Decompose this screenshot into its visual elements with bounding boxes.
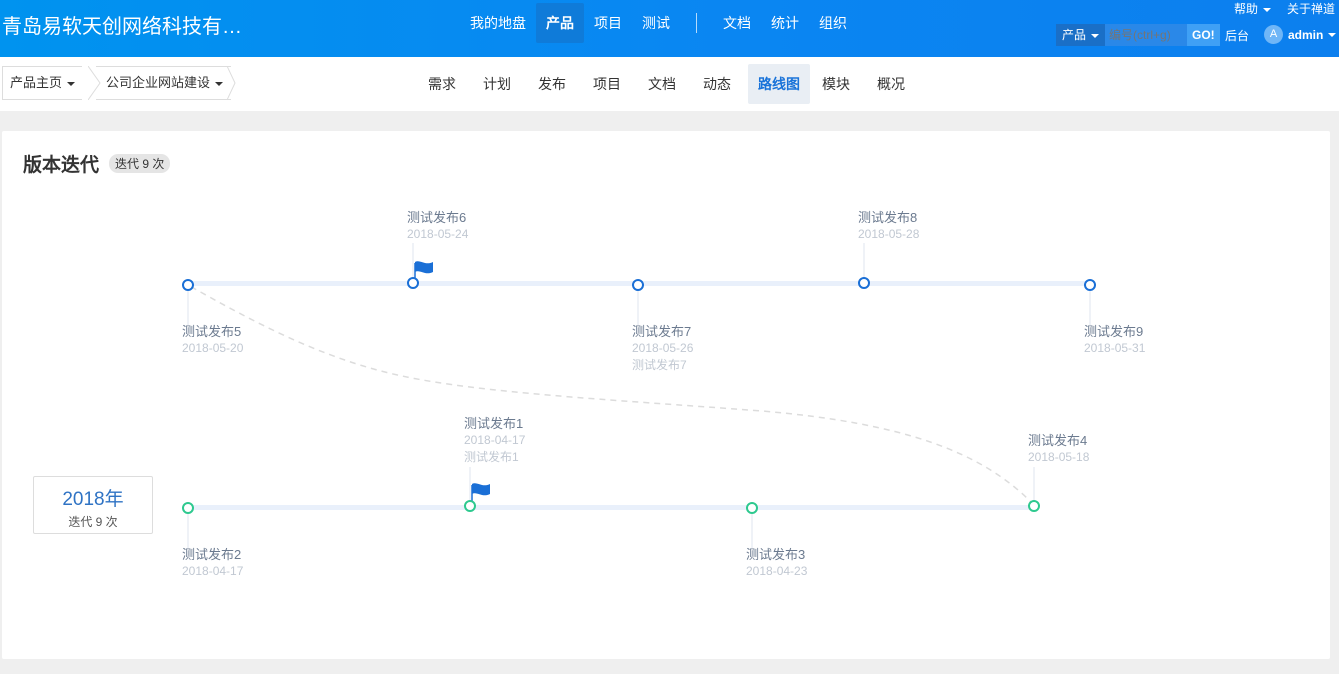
breadcrumb-product-label: 公司企业网站建设 [106, 75, 211, 90]
avatar: A [1264, 25, 1283, 44]
breadcrumb-home-label: 产品主页 [10, 75, 63, 90]
release-node[interactable] [464, 500, 476, 512]
release-node[interactable] [1084, 279, 1096, 291]
release-node[interactable] [632, 279, 644, 291]
release-node[interactable] [858, 277, 870, 289]
release-name: 测试发布9 [1084, 324, 1144, 339]
release-date: 2018-05-26 [632, 341, 694, 355]
release-label[interactable]: 测试发布5 2018-05-20 [182, 323, 243, 357]
release-label[interactable]: 测试发布9 2018-05-31 [1084, 323, 1145, 357]
release-name: 测试发布6 [407, 210, 467, 225]
flag-icon [414, 261, 433, 279]
user-menu[interactable]: A admin [1264, 25, 1337, 44]
release-date: 2018-04-17 [182, 564, 244, 578]
release-name: 测试发布7 [632, 324, 692, 339]
release-desc: 测试发布7 [632, 358, 687, 372]
release-desc: 测试发布1 [464, 450, 519, 464]
nav-divider [696, 13, 697, 33]
top-header: 青岛易软天创网络科技有… 我的地盘 产品 项目 测试 文档 统计 组织 帮助 关… [0, 0, 1339, 57]
release-label[interactable]: 测试发布8 2018-05-28 [858, 209, 919, 243]
nav-company[interactable]: 组织 [819, 15, 847, 31]
nav-report[interactable]: 统计 [771, 15, 799, 31]
tab-plan[interactable]: 计划 [483, 76, 511, 92]
chevron-down-icon [1328, 32, 1337, 37]
release-label[interactable]: 测试发布6 2018-05-24 [407, 209, 468, 243]
release-date: 2018-05-28 [858, 227, 920, 241]
search-go-button[interactable]: GO! [1187, 24, 1220, 46]
release-node[interactable] [182, 502, 194, 514]
tab-module[interactable]: 模块 [822, 76, 850, 92]
release-name: 测试发布2 [182, 547, 242, 562]
help-menu[interactable]: 帮助 [1234, 0, 1271, 17]
year-iteration-count: 迭代 9 次 [68, 515, 118, 529]
roadmap-lines [182, 243, 1096, 548]
release-label[interactable]: 测试发布3 2018-04-23 [746, 546, 807, 580]
tab-overview[interactable]: 概况 [877, 76, 905, 92]
row-connector [187, 284, 1035, 506]
chevron-down-icon [67, 81, 76, 86]
about-link[interactable]: 关于禅道 [1286, 2, 1335, 16]
breadcrumb-product-home[interactable]: 产品主页 [2, 66, 83, 100]
main-nav: 我的地盘 产品 项目 测试 文档 统计 组织 [460, 3, 857, 43]
search-input[interactable] [1105, 24, 1188, 46]
search-type-select[interactable]: 产品 [1056, 24, 1106, 46]
year-box: 2018年 迭代 9 次 [33, 476, 153, 534]
sub-header: 产品主页 公司企业网站建设 需求 计划 发布 项目 文档 动态 路线图 模块 概… [0, 57, 1339, 111]
tab-dynamic[interactable]: 动态 [703, 76, 731, 92]
release-node[interactable] [407, 277, 419, 289]
release-label[interactable]: 测试发布1 2018-04-17 测试发布1 [464, 415, 525, 466]
company-name[interactable]: 青岛易软天创网络科技有… [2, 16, 242, 38]
chevron-down-icon [215, 81, 224, 86]
breadcrumb-end-icon [227, 66, 236, 100]
iteration-count-badge: 迭代 9 次 [109, 154, 171, 173]
release-node[interactable] [1028, 500, 1040, 512]
release-date: 2018-04-17 [464, 433, 526, 447]
panel-title: 版本迭代 [23, 155, 100, 176]
tab-story[interactable]: 需求 [428, 76, 456, 92]
release-date: 2018-05-20 [182, 341, 244, 355]
release-name: 测试发布8 [858, 210, 918, 225]
chevron-down-icon [1091, 33, 1100, 38]
release-label[interactable]: 测试发布2 2018-04-17 [182, 546, 243, 580]
roadmap-panel: 版本迭代 迭代 9 次 [2, 131, 1330, 659]
release-name: 测试发布4 [1028, 433, 1088, 448]
nav-product[interactable]: 产品 [536, 3, 584, 43]
tab-project[interactable]: 项目 [593, 76, 621, 92]
release-date: 2018-04-23 [746, 564, 808, 578]
release-name: 测试发布3 [746, 547, 806, 562]
release-node[interactable] [746, 502, 758, 514]
release-name: 测试发布5 [182, 324, 242, 339]
release-date: 2018-05-31 [1084, 341, 1146, 355]
chevron-down-icon [1262, 7, 1271, 12]
release-label[interactable]: 测试发布4 2018-05-18 [1028, 432, 1089, 466]
flag-icon [471, 483, 490, 502]
help-label: 帮助 [1233, 2, 1258, 16]
tab-release[interactable]: 发布 [538, 76, 566, 92]
release-node[interactable] [182, 279, 194, 291]
track-row-2 [188, 505, 1036, 510]
release-date: 2018-05-18 [1028, 450, 1090, 464]
year-label: 2018年 [62, 489, 124, 510]
release-label[interactable]: 测试发布7 2018-05-26 测试发布7 [632, 323, 693, 374]
product-subnav: 需求 计划 发布 项目 文档 动态 路线图 模块 概况 [418, 64, 922, 104]
release-date: 2018-05-24 [407, 227, 469, 241]
breadcrumb-separator-icon [88, 66, 101, 100]
breadcrumb-product[interactable]: 公司企业网站建设 [96, 66, 232, 100]
release-name: 测试发布1 [464, 416, 524, 431]
search-box: 产品 GO! [1056, 24, 1220, 46]
backend-link[interactable]: 后台 [1225, 29, 1250, 43]
tab-doc[interactable]: 文档 [648, 76, 676, 92]
search-type-label: 产品 [1062, 28, 1087, 42]
nav-test[interactable]: 测试 [642, 15, 670, 31]
nav-doc[interactable]: 文档 [723, 15, 751, 31]
nav-my[interactable]: 我的地盘 [470, 15, 526, 31]
nav-project[interactable]: 项目 [594, 15, 622, 31]
tab-roadmap[interactable]: 路线图 [748, 64, 810, 104]
top-links: 帮助 关于禅道 [1234, 0, 1335, 17]
user-name: admin [1288, 27, 1324, 42]
